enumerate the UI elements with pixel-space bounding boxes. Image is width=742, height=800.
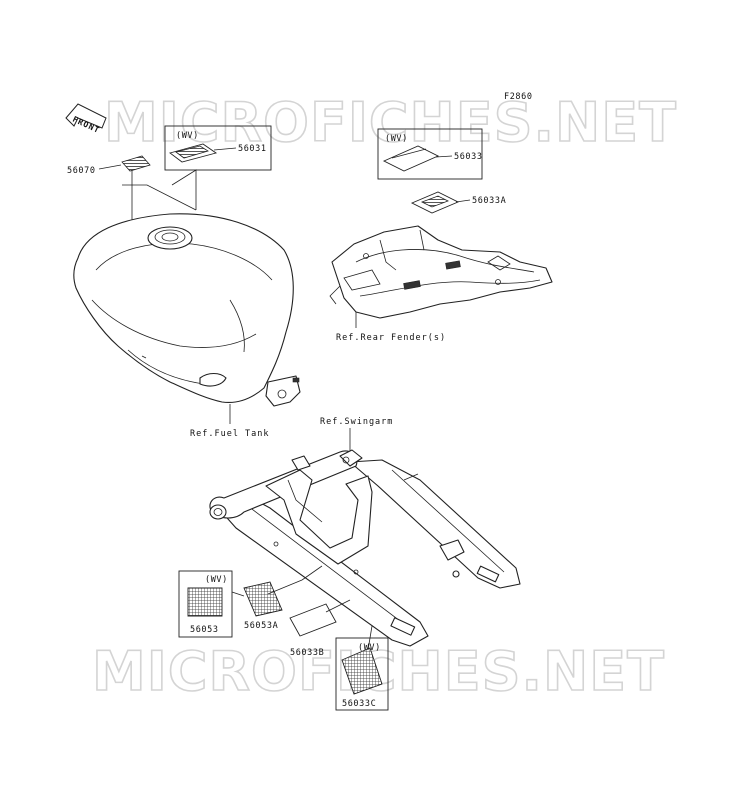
part-number-56033A: 56033A [472,196,506,206]
part-number-56053: 56053 [190,625,219,635]
label-56033A[interactable]: 56033A [410,191,506,214]
figure-code: F2860 [504,92,533,102]
fuel-tank [73,213,301,407]
callout-box-56031 [164,125,272,171]
ref-fuel-tank[interactable]: Ref.Fuel Tank [190,429,270,439]
part-number-56033B: 56033B [290,648,324,658]
part-number-56033C: 56033C [342,699,376,709]
front-arrow-icon: FRONT [65,103,107,135]
wv-tag-56033: (WV) [385,134,408,144]
label-56053[interactable]: 56053 [187,587,223,635]
callout-box-56033C [335,637,389,711]
label-56070[interactable]: 56070 [67,155,151,176]
wv-tag-56031: (WV) [176,131,199,141]
swingarm [209,449,521,647]
ref-rear-fender[interactable]: Ref.Rear Fender(s) [336,333,446,343]
part-number-56053A: 56053A [244,621,278,631]
part-number-56070: 56070 [67,166,96,176]
callout-box-56033 [377,128,483,180]
label-56031[interactable]: 56031 [168,143,267,163]
part-number-56031: 56031 [238,144,267,154]
label-56033C[interactable]: 56033C [341,625,383,709]
ref-swingarm[interactable]: Ref.Swingarm [320,417,393,427]
label-56033[interactable]: 56033 [382,145,483,172]
rear-fender [329,225,553,319]
label-56053A[interactable]: 56053A [243,579,303,631]
part-number-56033: 56033 [454,152,483,162]
callout-box-56053 [178,570,233,638]
label-56033B[interactable]: 56033B [289,599,351,658]
watermark-top: MICROFICHES.NET [104,91,677,154]
wv-tag-56053: (WV) [205,575,228,585]
